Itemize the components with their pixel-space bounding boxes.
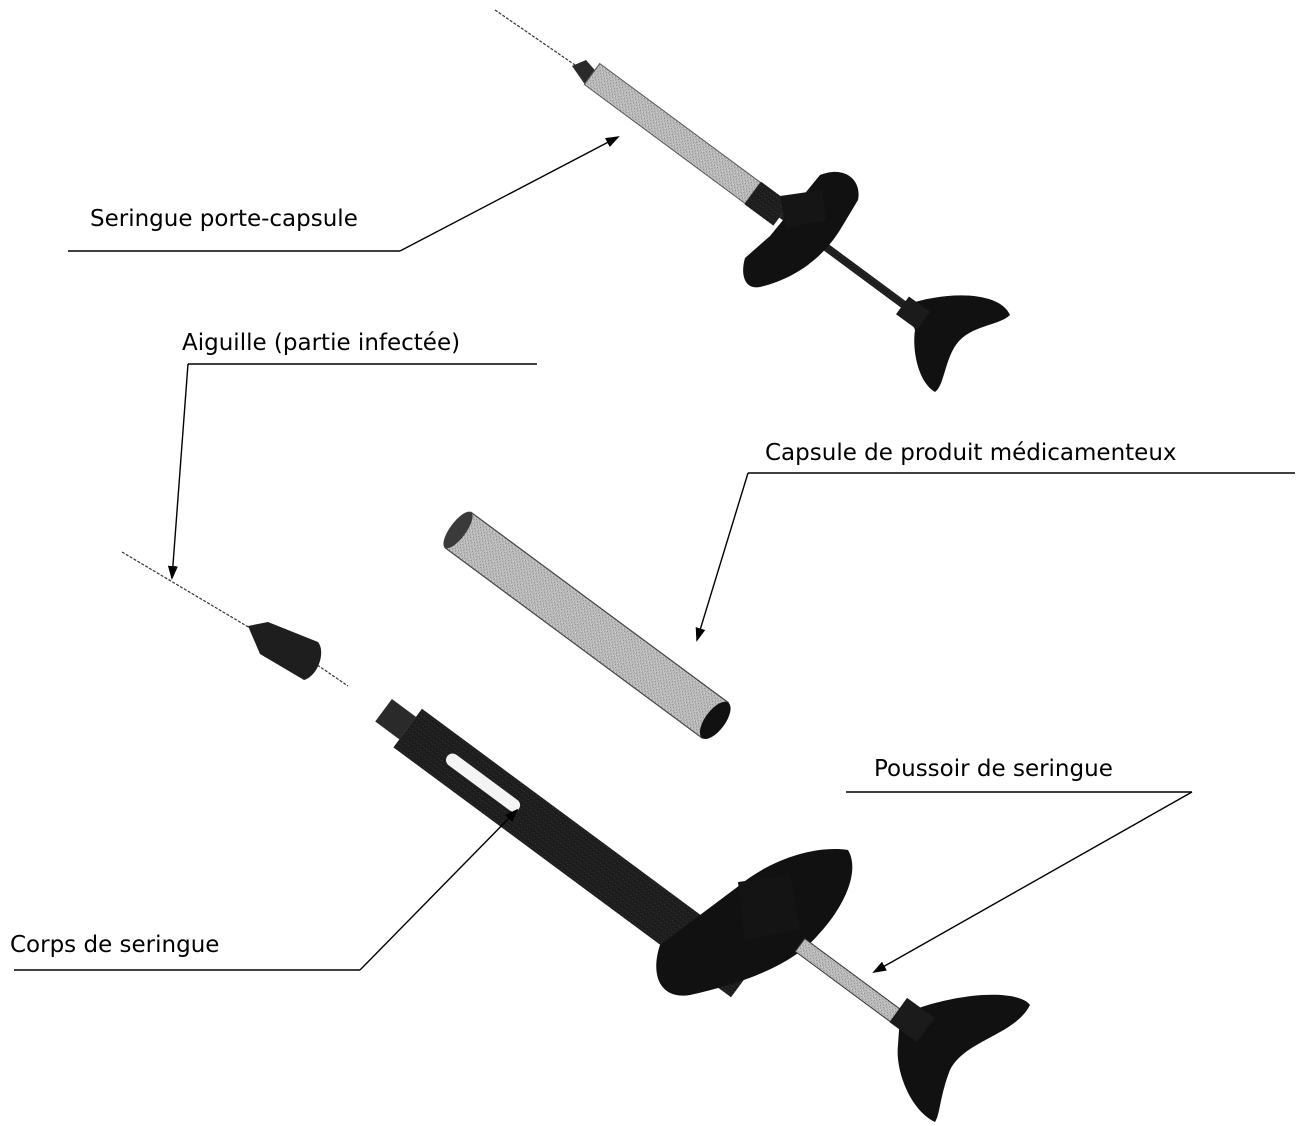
callout-holder-syringe: Seringue porte-capsule [68, 136, 620, 252]
label-holder-syringe: Seringue porte-capsule [90, 206, 358, 232]
holder-thumb-rest [905, 295, 1010, 392]
callout-plunger: Poussoir de seringue [846, 756, 1193, 973]
label-plunger: Poussoir de seringue [874, 756, 1113, 782]
holder-finger-flange [743, 171, 859, 288]
holder-syringe-drawing [494, 9, 1010, 392]
label-capsule: Capsule de produit médicamenteux [765, 440, 1177, 466]
capsule-drawing [443, 511, 731, 740]
syringe-body-drawing [375, 698, 1030, 1122]
plunger-thumb-rest [897, 994, 1030, 1122]
callout-needle: Aiguille (partie infectée) [167, 330, 537, 580]
label-needle: Aiguille (partie infectée) [182, 330, 460, 356]
needle-hub-drawing [121, 551, 349, 687]
callout-capsule: Capsule de produit médicamenteux [695, 440, 1295, 642]
label-body: Corps de seringue [10, 932, 219, 958]
needle-hub [248, 622, 322, 680]
holder-needle [494, 9, 576, 66]
callout-body: Corps de seringue [10, 808, 519, 971]
